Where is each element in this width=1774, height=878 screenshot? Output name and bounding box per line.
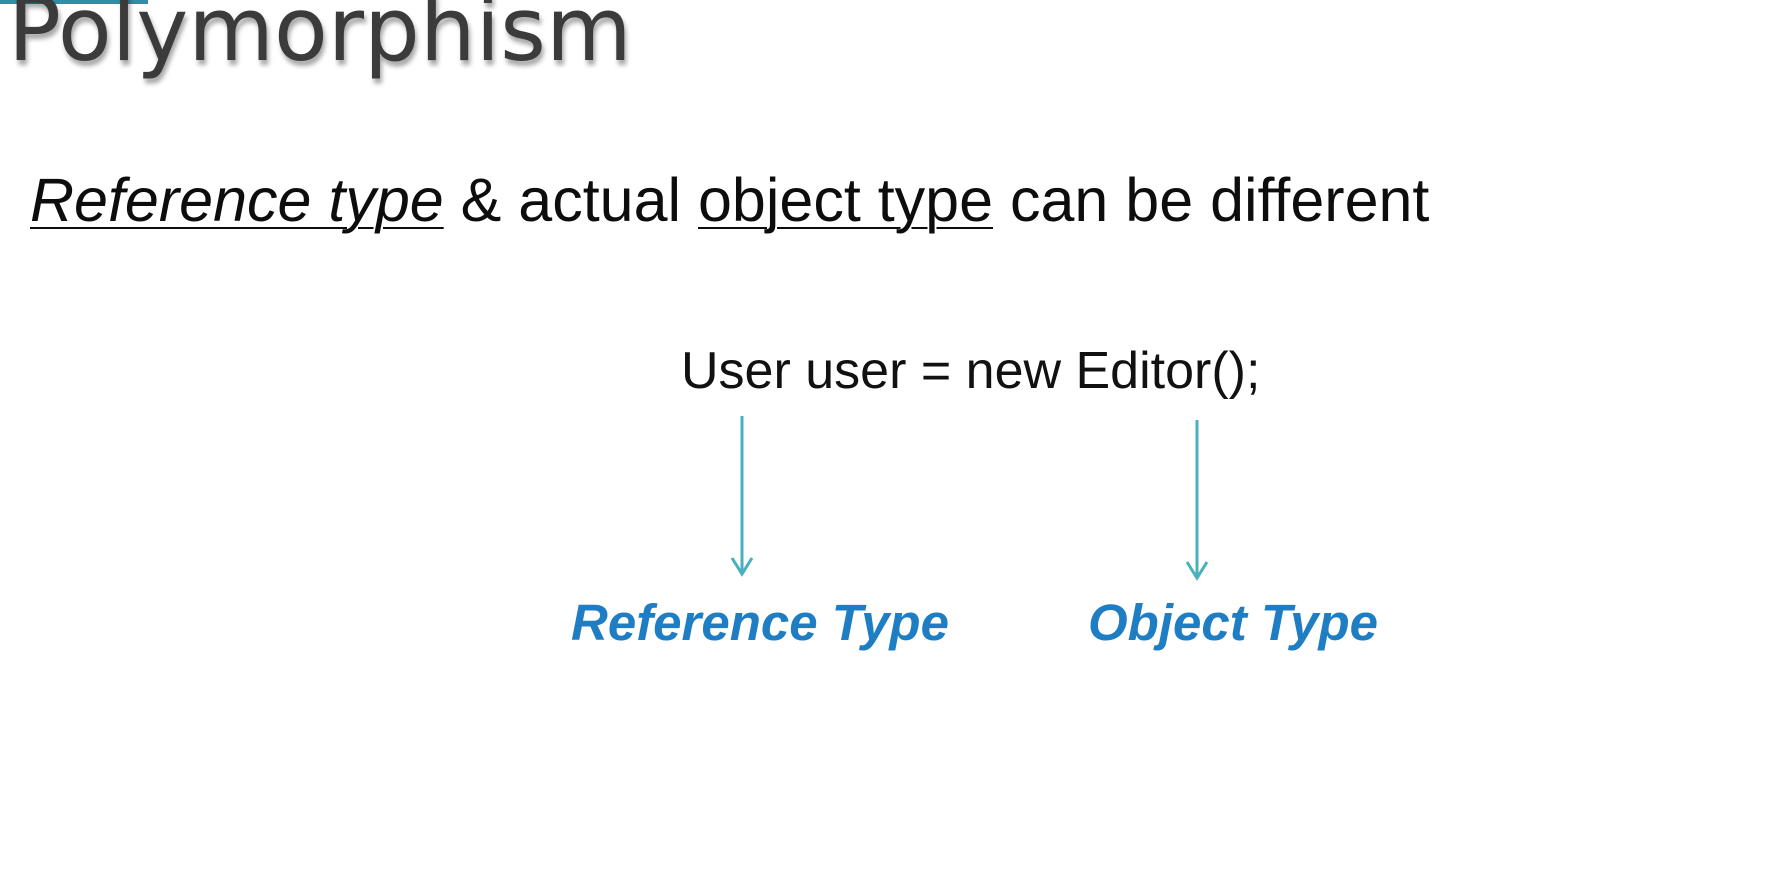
slide-subtitle: Reference type & actual object type can … <box>30 170 1429 231</box>
title-accent-bar <box>0 0 148 4</box>
reference-type-label: Reference Type <box>571 594 949 651</box>
arrow-to-reference-type <box>730 416 754 577</box>
subtitle-object-type: object type <box>698 166 994 234</box>
subtitle-ending: can be different <box>993 166 1430 234</box>
slide-title: Polymorphism <box>8 0 632 81</box>
subtitle-connector: & actual <box>443 166 698 234</box>
object-type-label: Object Type <box>1088 594 1379 651</box>
subtitle-reference-type: Reference type <box>30 166 444 234</box>
code-statement: User user = new Editor(); <box>681 342 1261 400</box>
arrow-to-object-type <box>1185 420 1209 581</box>
